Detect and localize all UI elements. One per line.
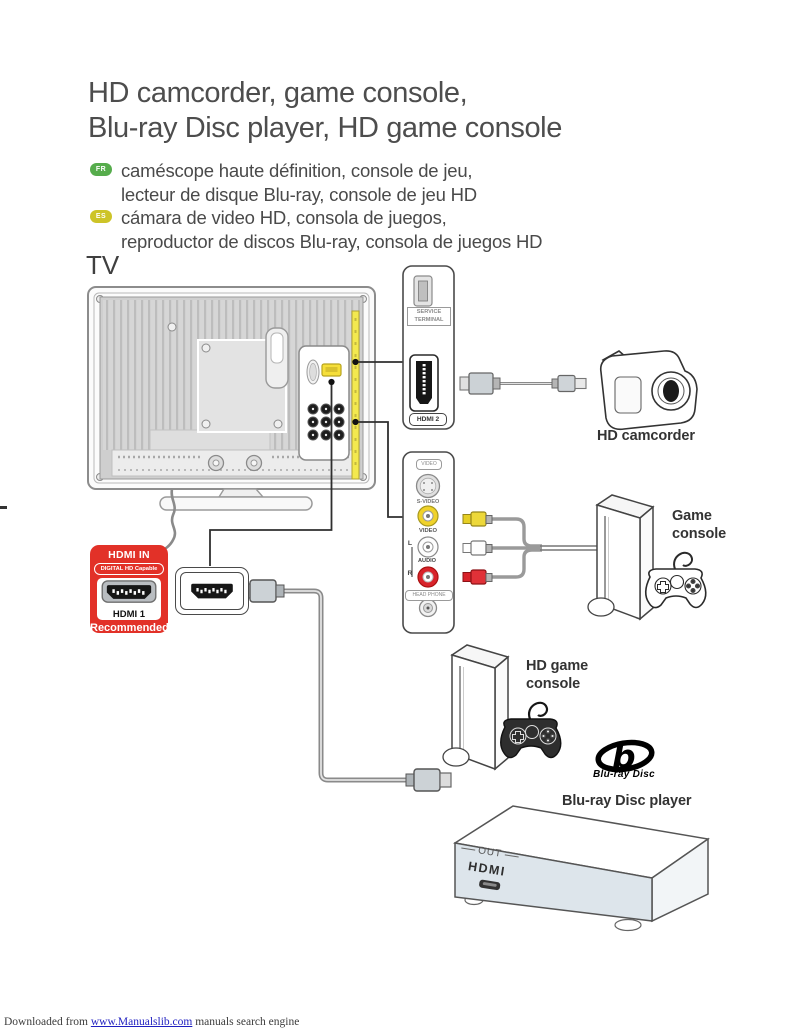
footer-prefix: Downloaded from <box>4 1016 91 1028</box>
side-panel-av-illustration <box>402 451 455 634</box>
hdmi-in-port-graphic: HDMI 1 <box>97 578 161 620</box>
fr-text-line1: caméscope haute définition, console de j… <box>121 160 473 181</box>
hdmi2-port-icon <box>409 354 439 412</box>
camcorder-illustration <box>599 350 698 431</box>
page-title: HD camcorder, game console, Blu-ray Disc… <box>88 76 562 146</box>
digital-hd-capable-badge: DIGITAL HD Capable <box>94 563 164 575</box>
footer-suffix: manuals search engine <box>192 1016 300 1028</box>
power-cord <box>159 488 177 554</box>
callout-lines <box>209 361 403 566</box>
hdmi-in-title: HDMI IN <box>108 549 150 561</box>
hdmi-connector-icon <box>191 583 233 598</box>
audio-left-label: L <box>407 540 413 547</box>
hd-game-console-label: HD game console <box>526 657 588 693</box>
rca-plug-white-icon <box>462 540 493 556</box>
camcorder-cable <box>459 372 587 395</box>
rca-plug-yellow-icon <box>462 511 493 527</box>
av-group-label: VIDEO <box>416 459 442 470</box>
footer: Downloaded from www.Manualslib.com manua… <box>4 1016 299 1028</box>
manualslib-link[interactable]: www.Manualslib.com <box>90 1016 193 1028</box>
hdmi1-port-label: HDMI 1 <box>112 609 146 620</box>
svideo-jack-icon <box>415 473 441 499</box>
out-dash-right <box>504 854 519 858</box>
callout-dot-side-bottom <box>352 418 359 426</box>
print-margin-mark <box>0 506 7 509</box>
camcorder-label: HD camcorder <box>597 428 695 444</box>
game-console-label-line2: console <box>672 526 727 542</box>
es-language-badge: ES <box>90 210 112 223</box>
hd-game-console-label-line1: HD game <box>526 658 589 674</box>
audio-right-label: R <box>407 570 413 577</box>
hdmi2-port-label: HDMI 2 <box>409 413 447 426</box>
callout-dot-hdmi1 <box>328 378 335 386</box>
es-text-line2: reproductor de discos Blu-ray, consola d… <box>121 230 543 252</box>
bluray-logo-label: Blu-ray Disc <box>593 769 655 780</box>
svg-text:b: b <box>612 737 636 776</box>
fr-text: caméscope haute définition, console de j… <box>121 159 477 206</box>
callout-dot-side-top <box>352 358 359 366</box>
bluray-player-illustration <box>452 805 710 932</box>
gamepad-icon <box>644 551 707 609</box>
es-text-line1: cámara de video HD, consola de juegos, <box>121 207 447 228</box>
audio-right-jack-icon <box>417 566 439 588</box>
hdmi1-port-box <box>175 567 249 615</box>
tv-side-connector-strip <box>351 310 360 480</box>
headphone-jack-icon <box>418 598 438 618</box>
bluray-player-label: Blu-ray Disc player <box>562 793 692 809</box>
game-console-label-line1: Game <box>672 508 712 524</box>
audio-left-jack-icon <box>417 536 439 558</box>
service-terminal-line1: SERVICE <box>416 309 442 315</box>
audio-label: AUDIO <box>417 558 437 564</box>
es-text: cámara de video HD, consola de juegos, r… <box>121 206 543 253</box>
hdmi-connector-icon <box>101 580 157 603</box>
page-title-line2: Blu-ray Disc player, HD game console <box>88 112 562 144</box>
hd-game-console-illustration <box>442 644 562 771</box>
tv-stand <box>159 488 313 511</box>
hd-gamepad-icon <box>500 701 562 759</box>
headphone-label: HEAD PHONE <box>405 590 453 601</box>
callout-line-side-bottom <box>358 421 403 518</box>
callout-line-hdmi1 <box>209 385 333 566</box>
hdmi-cable-bluray <box>239 579 452 792</box>
page-title-line1: HD camcorder, game console, <box>88 77 468 109</box>
video-jack-icon <box>417 505 439 527</box>
hd-game-console-label-line2: console <box>526 676 581 692</box>
fr-language-badge: FR <box>90 163 112 176</box>
side-panel-top-illustration <box>402 265 455 430</box>
service-terminal-label: SERVICE TERMINAL <box>407 307 451 326</box>
mini-plug-icon <box>551 374 587 393</box>
out-dash-left <box>461 847 476 851</box>
tv-rear-illustration <box>87 286 376 554</box>
hdmi-in-recommended: Recommended <box>90 622 169 634</box>
fr-text-line2: lecteur de disque Blu-ray, console de je… <box>121 183 477 205</box>
hdmi-plug-right-icon <box>405 768 452 792</box>
service-terminal-line2: TERMINAL <box>414 317 444 323</box>
rca-plug-red-icon <box>462 569 493 585</box>
hdmi-plug-camcorder-icon <box>459 372 501 395</box>
tv-connector-panel <box>298 345 350 461</box>
av-cable <box>462 511 599 585</box>
hdmi-in-callout: HDMI IN DIGITAL HD Capable HDMI 1 Recomm… <box>90 545 169 634</box>
game-console-illustration <box>587 494 707 621</box>
player-hdmi-port-icon <box>479 879 501 891</box>
video-label: VIDEO <box>418 528 438 534</box>
tv-label: TV <box>86 250 120 280</box>
bluray-logo-icon: b <box>595 737 655 776</box>
game-console-label: Game console <box>672 507 726 543</box>
svideo-label: S-VIDEO <box>416 499 440 505</box>
hdmi1-port-inner <box>180 572 244 610</box>
